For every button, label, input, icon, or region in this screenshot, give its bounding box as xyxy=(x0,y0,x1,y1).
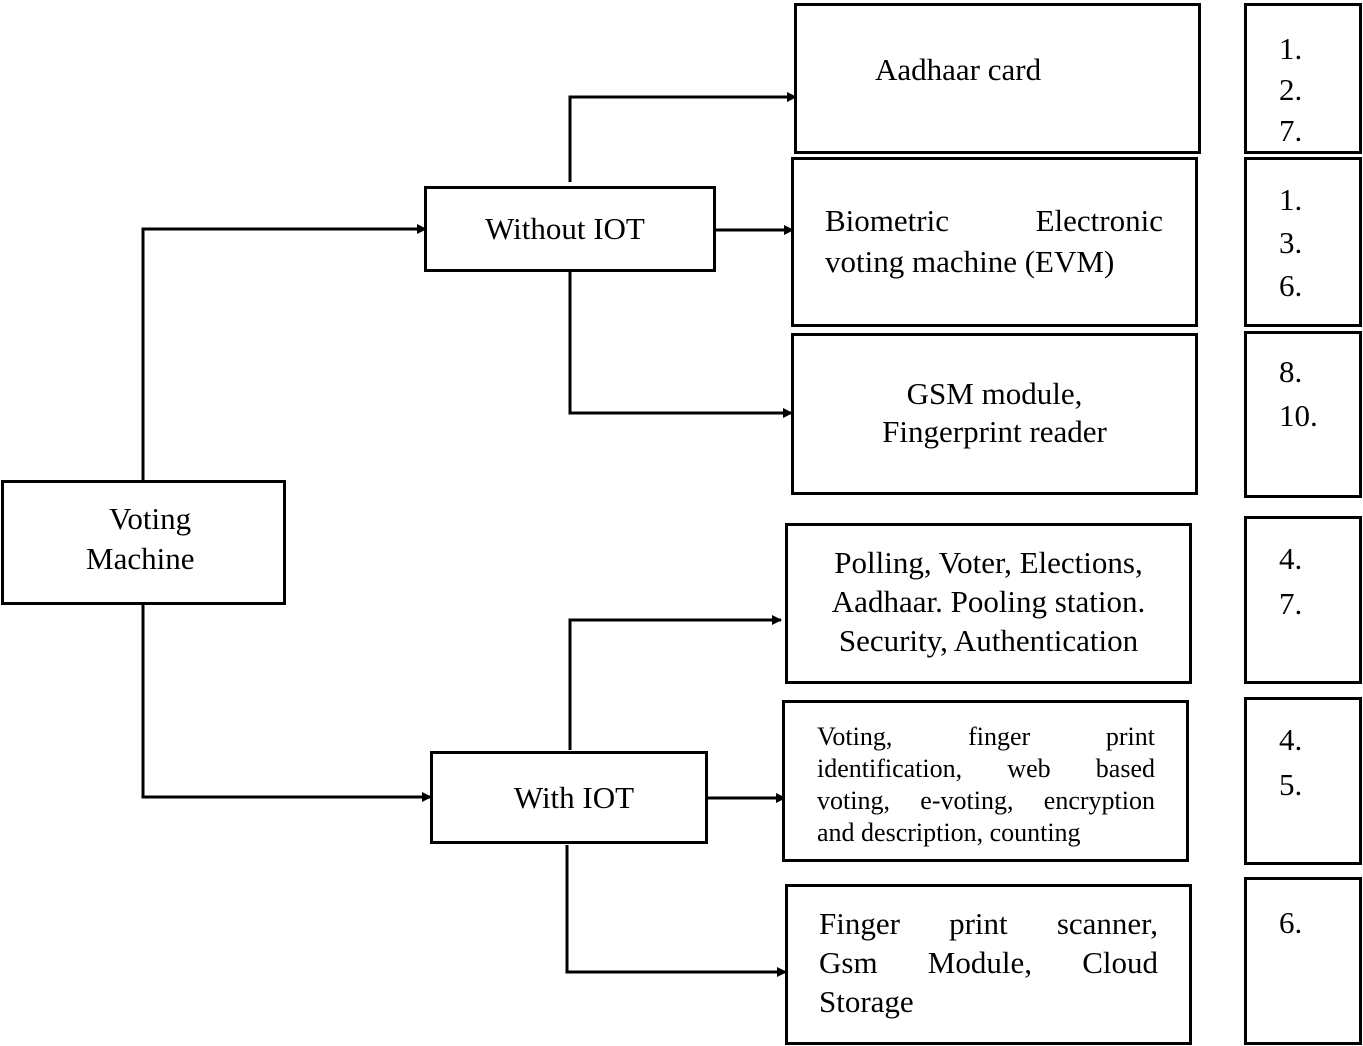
voting-features-line-3: voting, e-voting, encryption xyxy=(817,786,1155,815)
connector-to-aadhaar xyxy=(568,92,797,182)
scanner-reference-box: 6. xyxy=(1244,877,1362,1045)
connector-root-to-with-iot xyxy=(141,604,432,802)
biometric-reference-box: 1. 3. 6. xyxy=(1244,157,1362,327)
voting-features-line-1: Voting, finger print xyxy=(817,722,1155,751)
voting-machine-box: Voting Machine xyxy=(1,480,286,605)
scanner-storage-line-3: Storage xyxy=(819,984,914,1019)
reference-number: 6. xyxy=(1279,905,1303,940)
reference-number: 7. xyxy=(1279,113,1303,148)
polling-security-line-1: Polling, Voter, Elections, xyxy=(834,545,1143,580)
connector-to-scanner xyxy=(565,845,787,977)
reference-number: 8. xyxy=(1279,354,1303,389)
polling-security-line-3: Security, Authentication xyxy=(838,623,1139,658)
aadhaar-reference-box: 1. 2. 7. xyxy=(1244,3,1362,154)
reference-number: 7. xyxy=(1279,586,1303,621)
without-iot-box: Without IOT xyxy=(424,186,716,272)
connector-to-gsm xyxy=(568,270,793,418)
biometric-evm-line-2: voting machine (EVM) xyxy=(825,244,1115,279)
connector-root-to-without-iot xyxy=(141,224,427,481)
aadhaar-card-box: Aadhaar card xyxy=(794,3,1201,154)
without-iot-label: Without IOT xyxy=(485,211,645,246)
connector-to-polling xyxy=(568,615,782,750)
voting-features-box: Voting, finger print identification, web… xyxy=(782,700,1189,862)
reference-number: 4. xyxy=(1279,541,1303,576)
aadhaar-card-label: Aadhaar card xyxy=(875,52,1042,87)
gsm-fingerprint-line-1: GSM module, xyxy=(906,376,1083,411)
scanner-storage-line-1: Finger print scanner, xyxy=(819,906,1158,941)
reference-number: 1. xyxy=(1279,182,1303,217)
with-iot-label: With IOT xyxy=(513,779,635,815)
reference-number: 4. xyxy=(1279,722,1303,757)
voting-features-line-4: and description, counting xyxy=(817,818,1081,847)
voting-reference-box: 4. 5. xyxy=(1244,697,1362,865)
gsm-fingerprint-line-2: Fingerprint reader xyxy=(882,414,1107,449)
reference-number: 6. xyxy=(1279,268,1303,303)
reference-number: 5. xyxy=(1279,767,1303,802)
root-label-line-1: Voting xyxy=(109,501,192,536)
scanner-storage-box: Finger print scanner, Gsm Module, Cloud … xyxy=(785,884,1192,1045)
with-iot-box: With IOT xyxy=(430,751,708,844)
root-label-line-2: Machine xyxy=(86,541,195,576)
biometric-evm-line-1: Biometric Electronic xyxy=(825,203,1163,238)
gsm-reference-box: 8. 10. xyxy=(1244,331,1362,498)
polling-reference-box: 4. 7. xyxy=(1244,516,1362,684)
reference-number: 3. xyxy=(1279,225,1303,260)
polling-security-box: Polling, Voter, Elections, Aadhaar. Pool… xyxy=(785,523,1192,684)
reference-number: 2. xyxy=(1279,72,1303,107)
biometric-evm-box: Biometric Electronic voting machine (EVM… xyxy=(791,157,1198,327)
reference-number: 10. xyxy=(1279,398,1318,433)
voting-features-line-2: identification, web based xyxy=(817,754,1155,783)
polling-security-line-2: Aadhaar. Pooling station. xyxy=(831,584,1146,619)
scanner-storage-line-2: Gsm Module, Cloud xyxy=(819,945,1158,980)
gsm-fingerprint-box: GSM module, Fingerprint reader xyxy=(791,333,1198,495)
reference-number: 1. xyxy=(1279,31,1303,66)
